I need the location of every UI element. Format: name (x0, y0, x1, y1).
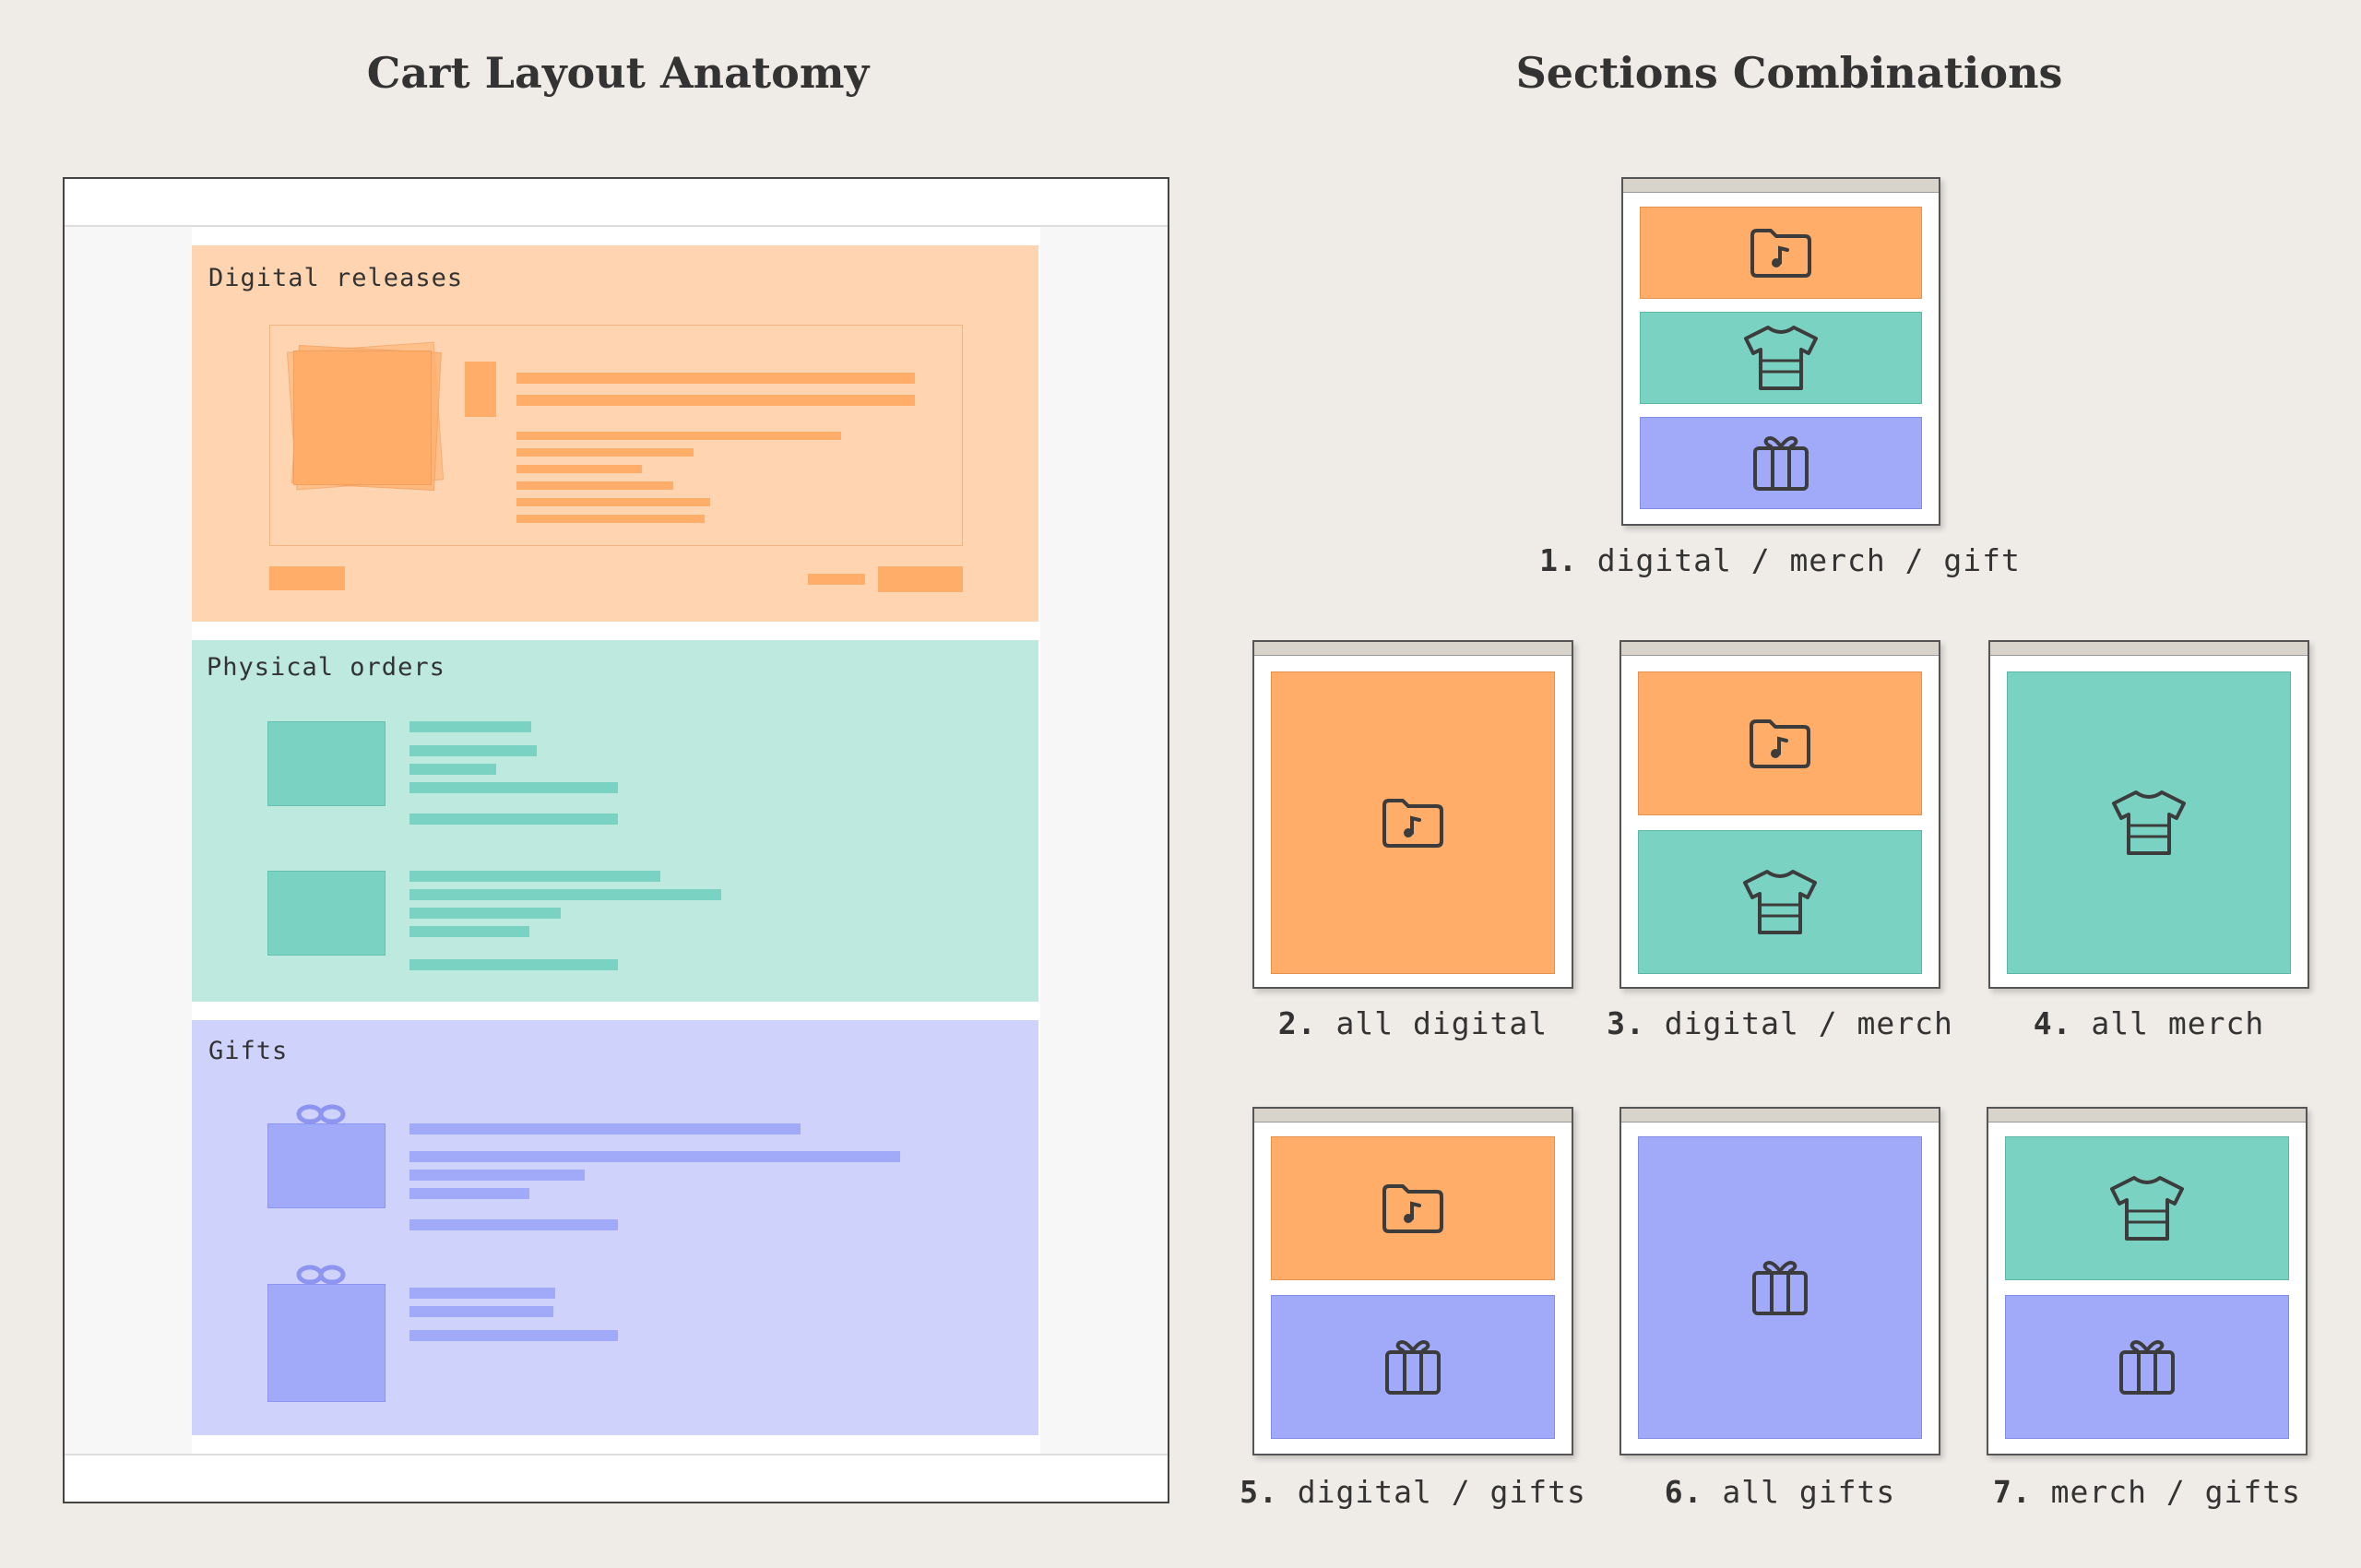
gift-item-line (409, 1306, 553, 1317)
gifts-label: Gifts (208, 1037, 289, 1065)
physical-orders-section: Physical orders (192, 640, 1038, 1002)
gift-item-line (409, 1188, 529, 1199)
thumb-titlebar (1621, 1109, 1939, 1123)
gift-icon (1752, 1261, 1808, 1315)
combo-6-caption: 6. all gifts (1664, 1474, 1896, 1510)
gifts-section: Gifts (192, 1020, 1038, 1435)
physical-item-line (409, 764, 496, 775)
digital-releases-label: Digital releases (208, 264, 464, 292)
release-detail-line (516, 498, 710, 506)
physical-item-line (409, 889, 721, 900)
combo-6-thumbnail (1619, 1107, 1940, 1455)
music-folder-icon (1750, 229, 1811, 278)
release-tag (465, 362, 496, 417)
gifts-block (1638, 1136, 1922, 1439)
combinations-title: Sections Combinations (1515, 48, 2063, 98)
gift-icon (1385, 1340, 1441, 1395)
combo-3-caption: 3. digital / merch (1607, 1005, 1953, 1041)
gift-item-line (409, 1330, 618, 1341)
thumb-titlebar (1990, 642, 2308, 656)
cart-header (65, 179, 1168, 227)
digital-block (1271, 671, 1555, 974)
music-folder-icon (1382, 799, 1443, 848)
merch-block (2005, 1136, 2289, 1280)
thumb-titlebar (1623, 179, 1939, 193)
release-detail-line (516, 465, 642, 473)
gift-item-line (409, 1170, 585, 1181)
gift-item-line (409, 1123, 801, 1134)
combo-2-caption: 2. all digital (1277, 1005, 1548, 1041)
digital-block (1638, 671, 1922, 815)
release-action-button[interactable] (269, 566, 345, 590)
combo-5-thumbnail (1252, 1107, 1573, 1455)
physical-orders-label: Physical orders (207, 653, 445, 682)
merch-block (1638, 830, 1922, 974)
combo-3-thumbnail (1619, 640, 1940, 989)
thumb-titlebar (1988, 1109, 2306, 1123)
physical-item-line (409, 745, 537, 756)
release-buy-button[interactable] (878, 566, 963, 592)
physical-item-line (409, 926, 529, 937)
release-cover (293, 350, 432, 485)
combo-2-thumbnail (1252, 640, 1573, 989)
thumb-titlebar (1254, 1109, 1572, 1123)
release-artist-line (516, 395, 915, 406)
release-detail-line (516, 448, 694, 457)
gift-bow-icon (296, 1265, 346, 1285)
gifts-block (1640, 417, 1922, 509)
physical-item-image (267, 721, 386, 806)
music-folder-icon (1382, 1184, 1443, 1233)
gift-item-line (409, 1219, 618, 1230)
release-detail-line (516, 432, 841, 440)
cart-window: Digital releases Physical orders (63, 177, 1169, 1503)
gifts-block (1271, 1295, 1555, 1439)
gift-bow-icon (296, 1104, 346, 1124)
combo-7-thumbnail (1987, 1107, 2308, 1455)
combo-5-caption: 5. digital / gifts (1240, 1474, 1586, 1510)
combo-7-caption: 7. merch / gifts (1993, 1474, 2301, 1510)
tshirt-icon (1744, 326, 1818, 390)
gift-item-line (409, 1288, 555, 1299)
cart-footer (65, 1454, 1168, 1502)
physical-item-line (409, 721, 531, 732)
music-folder-icon (1750, 719, 1810, 768)
combo-4-caption: 4. all merch (2033, 1005, 2265, 1041)
tshirt-icon (2110, 1176, 2184, 1241)
gifts-block (2005, 1295, 2289, 1439)
gift-icon (1753, 436, 1809, 491)
gift-box (267, 1123, 386, 1208)
physical-item-line (409, 782, 618, 793)
gift-box (267, 1284, 386, 1402)
release-detail-line (516, 515, 705, 523)
gift-item-line (409, 1151, 900, 1162)
physical-item-line (409, 871, 660, 882)
merch-block (2007, 671, 2291, 974)
physical-item-line (409, 908, 561, 919)
tshirt-icon (1743, 870, 1817, 934)
thumb-titlebar (1254, 642, 1572, 656)
merch-block (1640, 312, 1922, 404)
tshirt-icon (2112, 790, 2186, 855)
thumb-titlebar (1621, 642, 1939, 656)
physical-item-image (267, 871, 386, 956)
anatomy-title: Cart Layout Anatomy (366, 48, 870, 98)
release-title-line (516, 373, 915, 384)
release-card (269, 325, 963, 546)
combo-1-thumbnail (1621, 177, 1940, 526)
digital-block (1640, 207, 1922, 299)
physical-item-line (409, 959, 618, 970)
release-price-line (808, 574, 865, 585)
release-detail-line (516, 481, 673, 490)
physical-item-line (409, 814, 618, 825)
digital-block (1271, 1136, 1555, 1280)
combo-1-caption: 1. digital / merch / gift (1539, 542, 2021, 578)
digital-releases-section: Digital releases (192, 245, 1038, 622)
gift-icon (2119, 1340, 2175, 1395)
combo-4-thumbnail (1988, 640, 2309, 989)
